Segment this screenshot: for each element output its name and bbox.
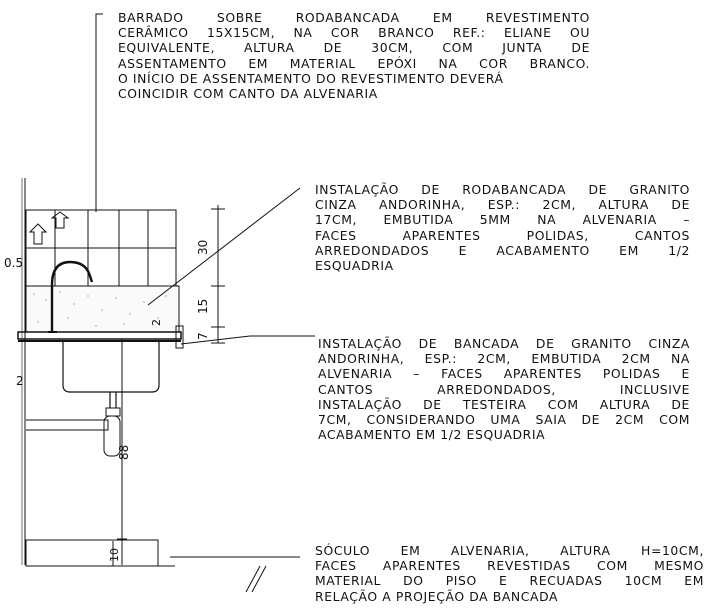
note-line: FACES APARENTES POLIDAS, CANTOS [315, 227, 690, 243]
note-line: BARRADO SOBRE RODABANCADA EM REVESTIMENT… [118, 10, 590, 25]
note-line: SÓCULO EM ALVENARIA, ALTURA H=10cm, [315, 543, 704, 558]
note-line: ESQUADRIA [315, 258, 394, 274]
note-line: COINCIDIR COM CANTO DA ALVENARIA [118, 86, 378, 102]
note-line: INSTALAÇÃO DE TESTEIRA COM ALTURA DE [318, 396, 690, 412]
soculo [25, 539, 159, 567]
note-soculo: SÓCULO EM ALVENARIA, ALTURA H=10cm, FACE… [315, 543, 704, 604]
dim-text-left-2: 2 [16, 374, 24, 388]
note-bancada: INSTALAÇÃO DE BANCADA DE GRANITO CINZA A… [318, 336, 690, 442]
note-line: 17cm, EMBUTIDA 5mm NA ALVENARIA – [315, 212, 690, 228]
dim-text-7: 7 [196, 332, 210, 340]
testeira [175, 325, 184, 349]
arrow-symbol-icon [28, 211, 70, 245]
dim-text-15: 15 [196, 299, 210, 314]
leader-tiles [95, 13, 103, 212]
leader-bancada [180, 335, 315, 345]
note-line: EQUIVALENTE, ALTURA DE 30cm, COM JUNTA D… [118, 40, 590, 56]
note-line: ASSENTAMENTO EM MATERIAL EPÓXI NA COR BR… [118, 55, 590, 71]
note-backsplash: BARRADO SOBRE RODABANCADA EM REVESTIMENT… [118, 10, 590, 101]
note-line: MATERIAL DO PISO E RECUADAS 10cm EM [315, 573, 704, 589]
faucet-icon [50, 260, 94, 332]
dim-text-2: 2 [150, 319, 163, 326]
dim-text-05: 0.5 [4, 256, 23, 270]
note-line: 7cm, CONSIDERANDO UMA SAIA DE 2cm COM [318, 412, 690, 428]
note-line: FACES APARENTES REVESTIDAS COM MESMO [315, 558, 704, 574]
note-line: ACABAMENTO EM 1/2 ESQUADRIA [318, 427, 546, 443]
dim-text-30: 30 [196, 240, 210, 255]
rodabancada-texture [33, 291, 167, 327]
note-line: INSTALAÇÃO DE BANCADA DE GRANITO CINZA [318, 336, 690, 351]
dim-text-88: 88 [117, 445, 131, 460]
note-line: O INÍCIO DE ASSENTAMENTO DO REVESTIMENTO… [118, 70, 504, 86]
note-line: ARREDONDADOS E ACABAMENTO EM 1/2 [315, 242, 690, 258]
dim-text-10: 10 [108, 548, 121, 562]
sink-bowl [62, 341, 160, 393]
drain-trap-icon [26, 392, 121, 457]
note-line: ALVENARIA – FACES APARENTES POLIDAS E [318, 366, 690, 382]
note-rodabancada: INSTALAÇÃO DE RODABANCADA DE GRANITO CIN… [315, 182, 690, 273]
note-line: RELAÇÃO A PROJEÇÃO DA BANCADA [315, 588, 559, 604]
note-line: CERÂMICO 15x15cm, NA COR BRANCO REF.: EL… [118, 25, 590, 41]
backsplash-tiles [25, 209, 177, 287]
bancada-slab [17, 331, 182, 340]
leader-rodabancada [147, 187, 301, 306]
note-line: CINZA ANDORINHA, ESP.: 2cm, ALTURA DE [315, 197, 690, 213]
note-line: CANTOS ARREDONDADOS, INCLUSIVE [318, 381, 690, 397]
note-line: INSTALAÇÃO DE RODABANCADA DE GRANITO [315, 182, 690, 197]
note-line: ANDORINHA, ESP.: 2cm, EMBUTIDA 2cm NA [318, 351, 690, 367]
